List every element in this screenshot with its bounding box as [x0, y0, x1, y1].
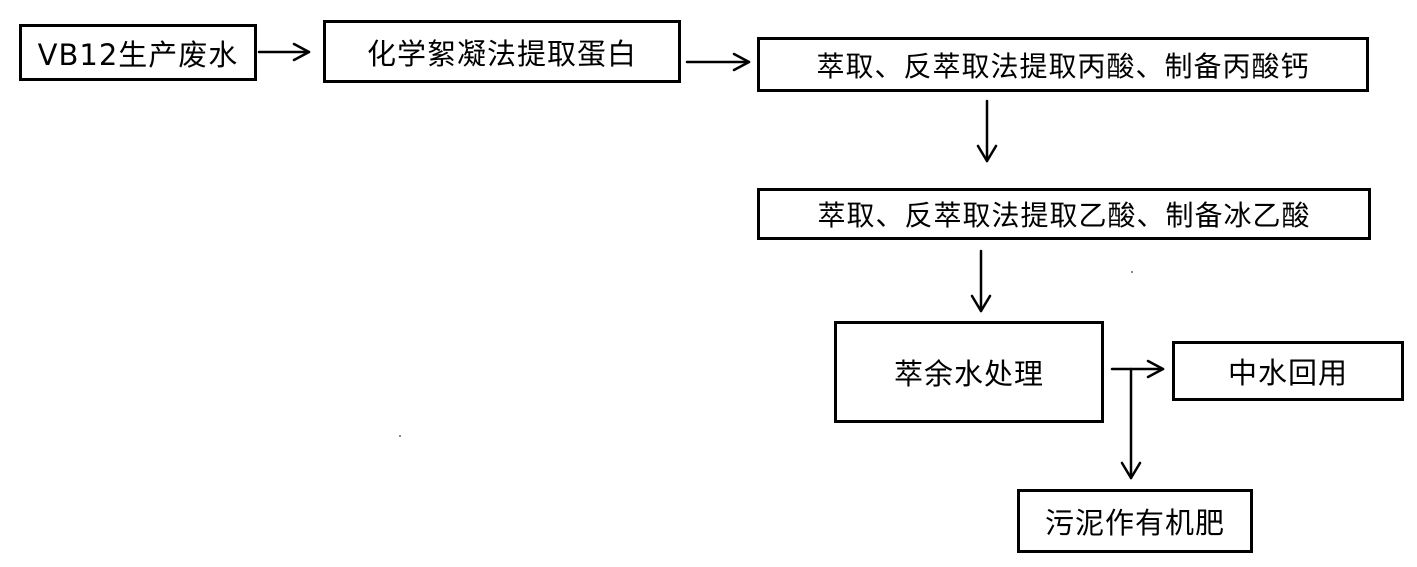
- scan-speck: [399, 435, 401, 437]
- node-acetic-acid: 萃取、反萃取法提取乙酸、制备冰乙酸: [757, 188, 1371, 240]
- node-raffinate-treatment-label: 萃余水处理: [893, 357, 1044, 391]
- arrow-acetic-to-raffinate: [970, 249, 992, 313]
- node-vb12-wastewater-label: VB12生产废水: [37, 37, 239, 72]
- node-water-reuse-label: 中水回用: [1227, 356, 1348, 390]
- node-raffinate-treatment: 萃余水处理: [834, 321, 1104, 423]
- arrow-propionic-to-acetic: [976, 99, 998, 163]
- node-propionic-acid: 萃取、反萃取法提取丙酸、制备丙酸钙: [757, 37, 1369, 92]
- arrow-raffinate-to-sludge: [1120, 367, 1142, 480]
- node-vb12-wastewater: VB12生产废水: [19, 24, 257, 81]
- scan-speck: [1131, 271, 1133, 273]
- arrow-raffinate-to-reuse: [1110, 359, 1165, 379]
- arrow-source-to-protein: [257, 42, 311, 62]
- node-water-reuse: 中水回用: [1172, 341, 1404, 401]
- arrow-protein-to-propionic: [685, 52, 751, 72]
- node-acetic-acid-label: 萃取、反萃取法提取乙酸、制备冰乙酸: [817, 199, 1311, 232]
- node-protein-extraction-label: 化学絮凝法提取蛋白: [366, 36, 637, 71]
- node-sludge-fertilizer: 污泥作有机肥: [1017, 489, 1253, 553]
- node-propionic-acid-label: 萃取、反萃取法提取丙酸、制备丙酸钙: [816, 49, 1310, 83]
- node-protein-extraction: 化学絮凝法提取蛋白: [323, 20, 681, 83]
- node-sludge-fertilizer-label: 污泥作有机肥: [1044, 506, 1225, 540]
